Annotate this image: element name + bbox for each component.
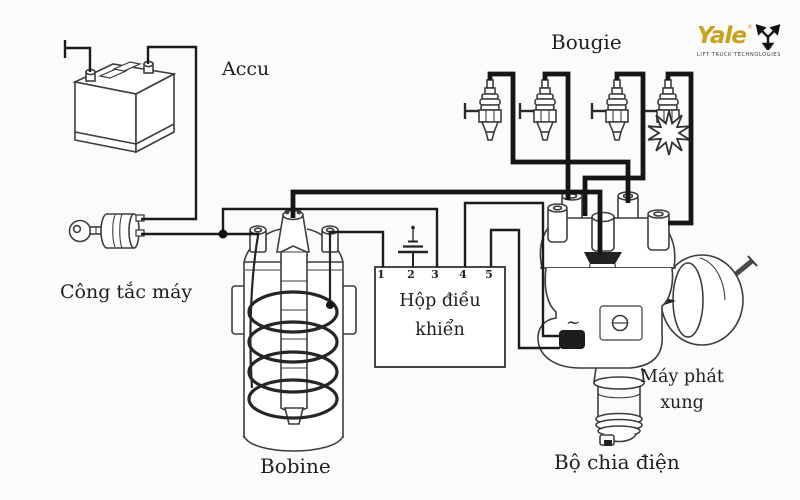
spark-plug-3	[590, 78, 630, 142]
terminal-3: 3	[431, 268, 439, 281]
spark-plug-1	[463, 78, 503, 142]
registered-mark: ®	[746, 24, 753, 31]
battery-illustration	[72, 60, 177, 154]
control-box-label: Hộp điều khiển	[376, 287, 504, 345]
spark-burst-icon	[647, 110, 691, 156]
control-box-illustration	[374, 266, 506, 368]
ignition-switch-illustration	[68, 213, 145, 249]
coil-illustration	[231, 209, 357, 452]
coil-label: Bobine	[260, 454, 331, 478]
brand-tagline: LIFT TRUCK TECHNOLOGIES	[697, 52, 781, 58]
spark-plugs-label: Bougie	[551, 30, 622, 54]
ground-symbol	[398, 225, 428, 267]
distributor-label: Bộ chia điện	[554, 450, 680, 474]
terminal-4: 4	[459, 268, 467, 281]
ac-symbol: ~	[566, 313, 580, 333]
brand-name: Yale	[697, 23, 747, 49]
primary-wiring	[63, 40, 561, 350]
control-box-label-line2: khiển	[415, 320, 465, 340]
control-box-label-line1: Hộp điều	[399, 291, 481, 311]
trident-icon	[755, 24, 781, 50]
pulse-generator-label-line2: xung	[660, 393, 704, 413]
coil-winding	[247, 235, 339, 420]
terminal-2: 2	[407, 268, 415, 281]
ignition-switch-label: Công tắc máy	[60, 281, 193, 303]
pulse-generator-label: Máy phát xung	[628, 364, 736, 416]
brand-logo: Yale ® LIFT TRUCK TECHNOLOGIES	[697, 24, 789, 58]
battery-label: Accu	[222, 58, 270, 80]
high-tension-leads	[290, 71, 694, 255]
spark-plug-2	[518, 78, 558, 142]
terminal-1: 1	[377, 268, 385, 281]
distributor-illustration: ~	[537, 191, 758, 446]
terminal-5: 5	[485, 268, 493, 281]
wire-junction-dot	[218, 229, 228, 239]
pulse-generator-label-line1: Máy phát	[640, 367, 724, 387]
